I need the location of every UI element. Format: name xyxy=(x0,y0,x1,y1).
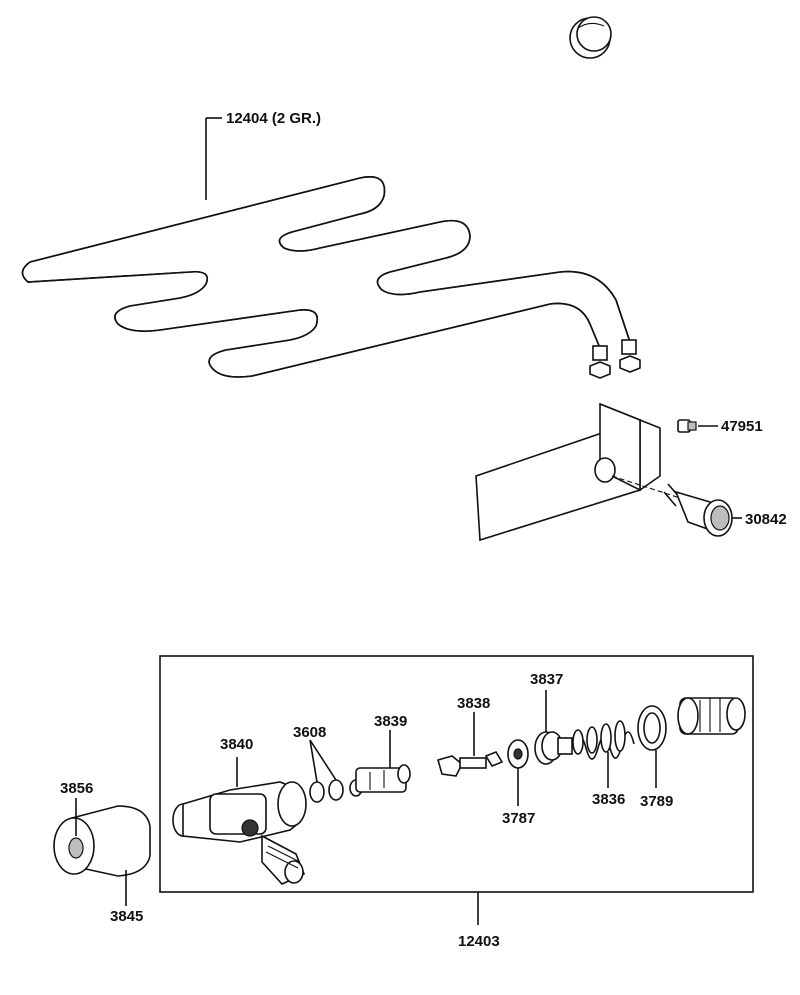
needle-label: 3838 xyxy=(457,695,490,712)
indicator-lamp-label: 30842 xyxy=(745,511,787,528)
washer-label: 3787 xyxy=(502,810,535,827)
seal-ring-part xyxy=(637,705,667,751)
valve-body-part xyxy=(172,781,307,885)
seal-ring-label: 3789 xyxy=(640,793,673,810)
indicator-lamp-part xyxy=(663,483,733,537)
cap-part xyxy=(569,16,612,59)
washer-part xyxy=(507,739,529,769)
o-rings-part xyxy=(309,779,344,803)
pin-part xyxy=(349,764,411,797)
o-rings-label: 3608 xyxy=(293,724,326,741)
valve-assembly-frame xyxy=(159,655,754,893)
pin-label: 3839 xyxy=(374,713,407,730)
knob-part xyxy=(53,805,151,877)
seat-part xyxy=(534,731,573,765)
heating-element-part xyxy=(21,176,641,379)
seat-label: 3837 xyxy=(530,671,563,688)
heating-element-label: 12404 (2 GR.) xyxy=(226,110,321,127)
spring-label: 3836 xyxy=(592,791,625,808)
spring-part xyxy=(572,720,635,760)
knob-insert-label: 3856 xyxy=(60,780,93,797)
mounting-bracket-part xyxy=(475,402,681,542)
screw-part xyxy=(677,419,697,433)
valve-assembly-label: 12403 xyxy=(458,933,500,950)
valve-body-label: 3840 xyxy=(220,736,253,753)
knob-label: 3845 xyxy=(110,908,143,925)
screw-label: 47951 xyxy=(721,418,763,435)
needle-part xyxy=(437,751,504,777)
nut-fitting-part xyxy=(677,697,746,735)
